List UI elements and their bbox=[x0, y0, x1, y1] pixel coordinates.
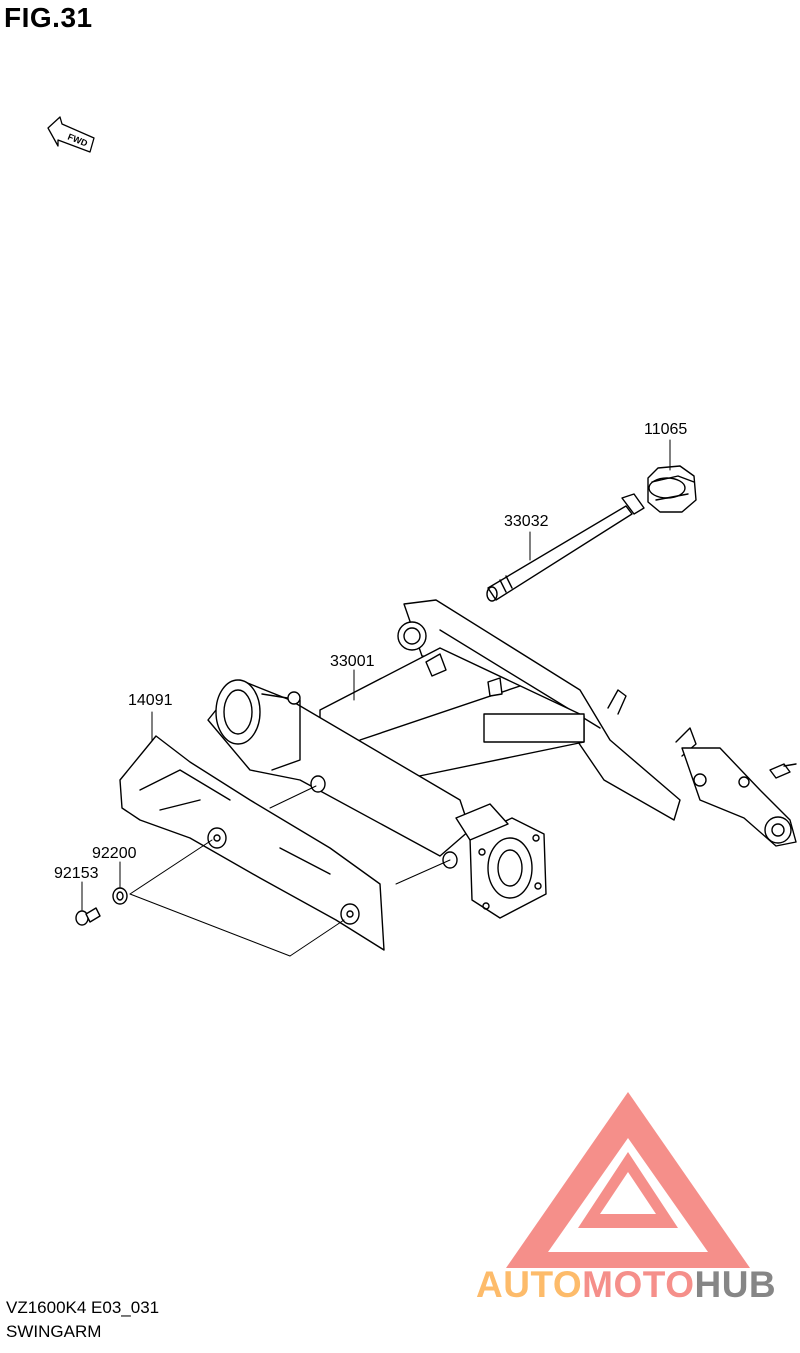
part-number-92153: 92153 bbox=[54, 865, 99, 882]
figure-title: FIG.31 bbox=[4, 2, 93, 33]
logo-text: AUTOMOTOHUB bbox=[476, 1264, 776, 1305]
logo-word-hub: HUB bbox=[694, 1264, 776, 1305]
automotohub-logo: AUTOMOTOHUB bbox=[476, 1092, 776, 1305]
part-number-14091: 14091 bbox=[128, 692, 173, 709]
bolt-92153-drawing bbox=[75, 907, 101, 926]
part-number-92200: 92200 bbox=[92, 845, 137, 862]
washer-92200-drawing bbox=[112, 887, 128, 905]
footer-model-code: VZ1600K4 E03_031 bbox=[6, 1298, 160, 1317]
leader-lines bbox=[81, 439, 671, 957]
part-number-33032: 33032 bbox=[504, 513, 549, 530]
fwd-arrow-icon: FWD bbox=[47, 116, 95, 153]
logo-word-moto: MOTO bbox=[582, 1264, 694, 1305]
part-number-11065: 11065 bbox=[644, 421, 687, 438]
bushing-11065-drawing bbox=[647, 465, 697, 513]
cover-14091-drawing bbox=[119, 735, 385, 951]
footer-section-name: SWINGARM bbox=[6, 1322, 102, 1341]
logo-word-auto: AUTO bbox=[476, 1264, 582, 1305]
part-number-33001: 33001 bbox=[330, 653, 375, 670]
pivot-shaft-33032-drawing bbox=[486, 493, 645, 602]
swingarm-33001-drawing bbox=[207, 599, 797, 919]
